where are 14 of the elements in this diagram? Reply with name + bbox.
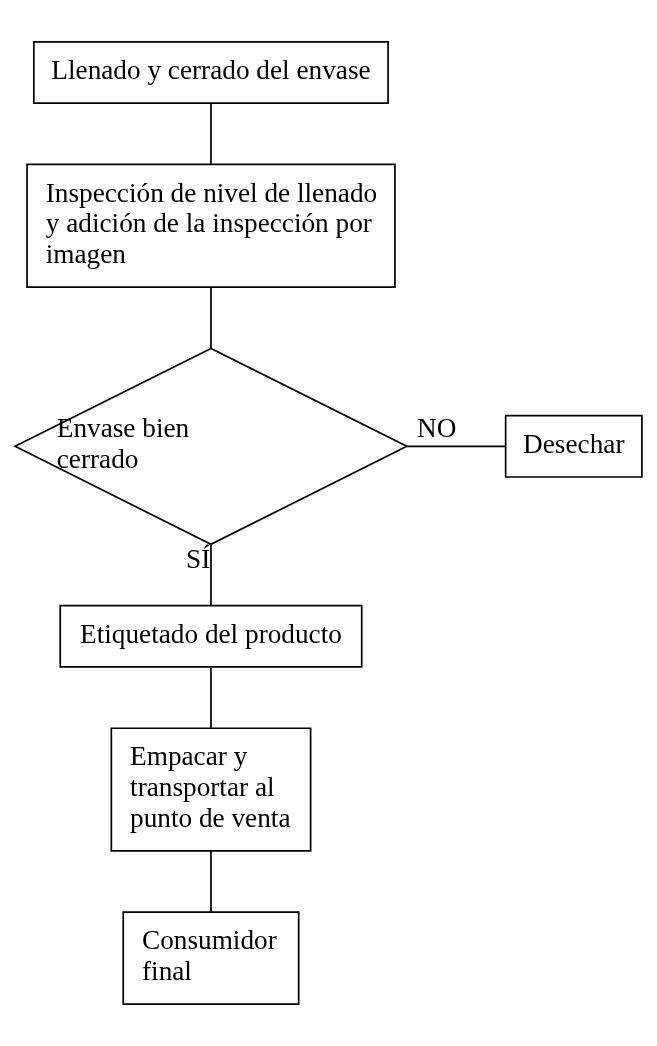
node-box: Consumidor final	[122, 911, 300, 1006]
connector	[210, 666, 212, 729]
edge-label: SÍ	[186, 544, 211, 574]
connector	[210, 102, 212, 165]
node-box: Inspección de nivel de llenado y adición de la inspección por imagen	[26, 163, 396, 288]
node-box: Empacar y transportar al punto de venta	[110, 727, 312, 852]
node-box: Desechar	[504, 414, 643, 478]
node-box: Etiquetado del producto	[59, 604, 363, 668]
connector	[210, 286, 212, 350]
node-box: Llenado y cerrado del envase	[33, 40, 389, 104]
connector	[406, 445, 507, 448]
edge-label: NO	[417, 413, 457, 444]
connector	[210, 850, 212, 913]
connector	[210, 543, 212, 606]
